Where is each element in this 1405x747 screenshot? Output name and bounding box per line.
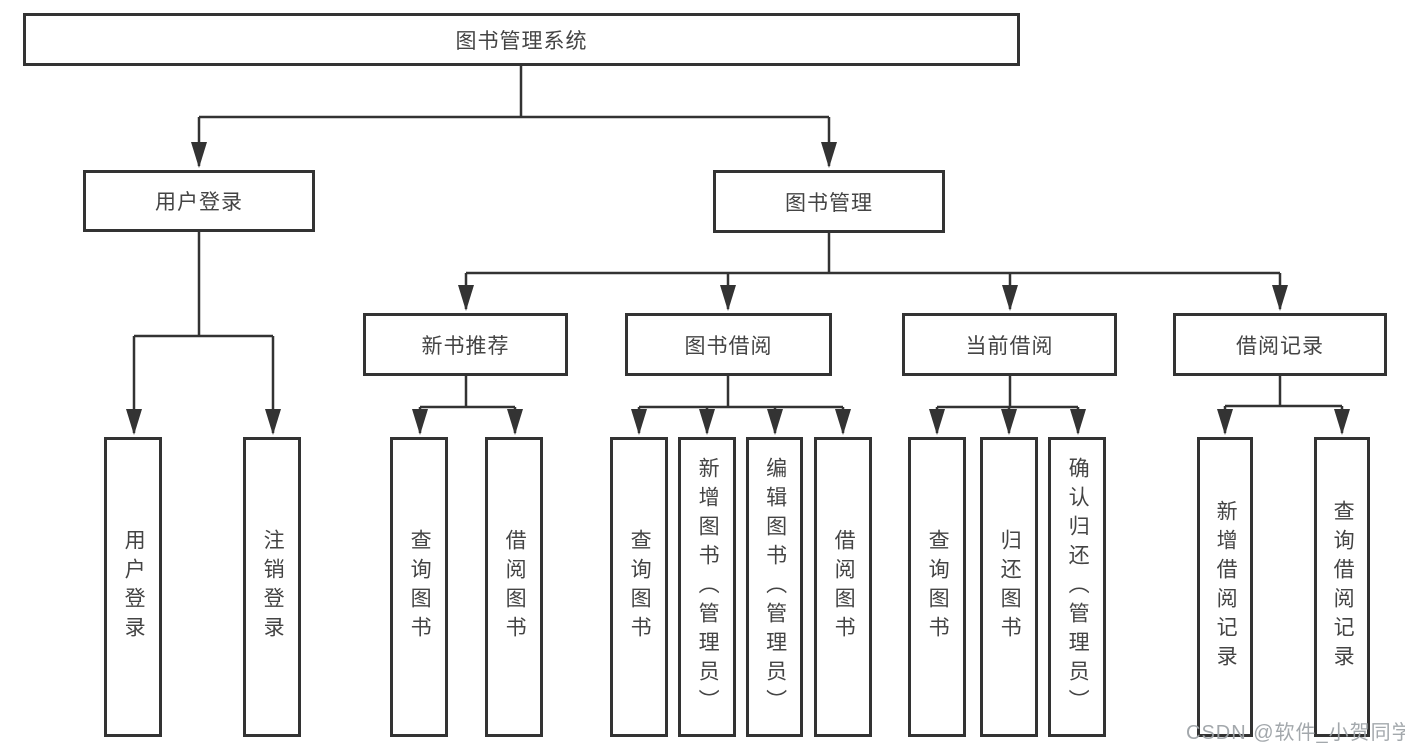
leaf-label: 新增图书（管理员） <box>696 456 720 718</box>
node-label: 图书借阅 <box>684 334 773 358</box>
leaf-add-book-admin: 新增图书（管理员） <box>678 437 736 737</box>
leaf-label: 确认归还（管理员） <box>1066 456 1090 718</box>
leaf-label: 借阅图书 <box>832 529 856 645</box>
edge-root-to-level2 <box>197 66 831 166</box>
leaf-user-login: 用户登录 <box>104 437 162 737</box>
leaf-label: 注销登录 <box>261 529 285 645</box>
leaf-label: 归还图书 <box>998 529 1022 645</box>
watermark: CSDN @软件_小贺同学 <box>1186 722 1405 744</box>
node-book-management: 图书管理 <box>713 170 945 233</box>
node-borrow-records: 借阅记录 <box>1173 313 1387 376</box>
leaf-label: 编辑图书（管理员） <box>763 456 787 718</box>
node-label: 借阅记录 <box>1236 334 1324 358</box>
node-root-label: 图书管理系统 <box>455 29 588 53</box>
leaf-return-book: 归还图书 <box>980 437 1038 737</box>
node-user-login: 用户登录 <box>83 170 315 232</box>
leaf-label: 借阅图书 <box>503 529 527 645</box>
node-label: 新书推荐 <box>421 334 510 358</box>
leaf-borrow-book: 借阅图书 <box>814 437 872 737</box>
leaf-logout: 注销登录 <box>243 437 301 737</box>
leaf-query-book-borrow: 查询图书 <box>610 437 668 737</box>
leaf-query-book-recommend: 查询图书 <box>390 437 448 737</box>
node-label: 当前借阅 <box>965 334 1054 358</box>
leaf-query-book-current: 查询图书 <box>908 437 966 737</box>
leaf-label: 查询图书 <box>926 529 950 645</box>
leaf-label: 新增借阅记录 <box>1214 500 1238 674</box>
node-book-borrow: 图书借阅 <box>625 313 832 376</box>
leaf-add-borrow-record: 新增借阅记录 <box>1197 437 1253 737</box>
edge-user-login-to-leaves <box>132 232 275 433</box>
leaf-edit-book-admin: 编辑图书（管理员） <box>746 437 803 737</box>
edge-current-borrow-to-leaves <box>935 376 1080 433</box>
edge-book-management-to-level3 <box>464 232 1282 309</box>
edge-new-book-recommend-to-leaves <box>418 376 517 433</box>
node-new-book-recommend: 新书推荐 <box>363 313 568 376</box>
edge-book-borrow-to-leaves <box>637 376 845 433</box>
node-label: 图书管理 <box>785 191 873 215</box>
node-current-borrow: 当前借阅 <box>902 313 1117 376</box>
node-label: 用户登录 <box>155 191 243 214</box>
leaf-borrow-book-recommend: 借阅图书 <box>485 437 543 737</box>
node-root: 图书管理系统 <box>23 13 1020 66</box>
leaf-query-borrow-record: 查询借阅记录 <box>1314 437 1370 737</box>
leaf-label: 查询图书 <box>628 529 652 645</box>
leaf-label: 用户登录 <box>122 529 146 645</box>
edge-borrow-records-to-leaves <box>1223 376 1344 433</box>
leaf-confirm-return-admin: 确认归还（管理员） <box>1048 437 1106 737</box>
leaf-label: 查询图书 <box>408 529 432 645</box>
leaf-label: 查询借阅记录 <box>1331 500 1355 674</box>
